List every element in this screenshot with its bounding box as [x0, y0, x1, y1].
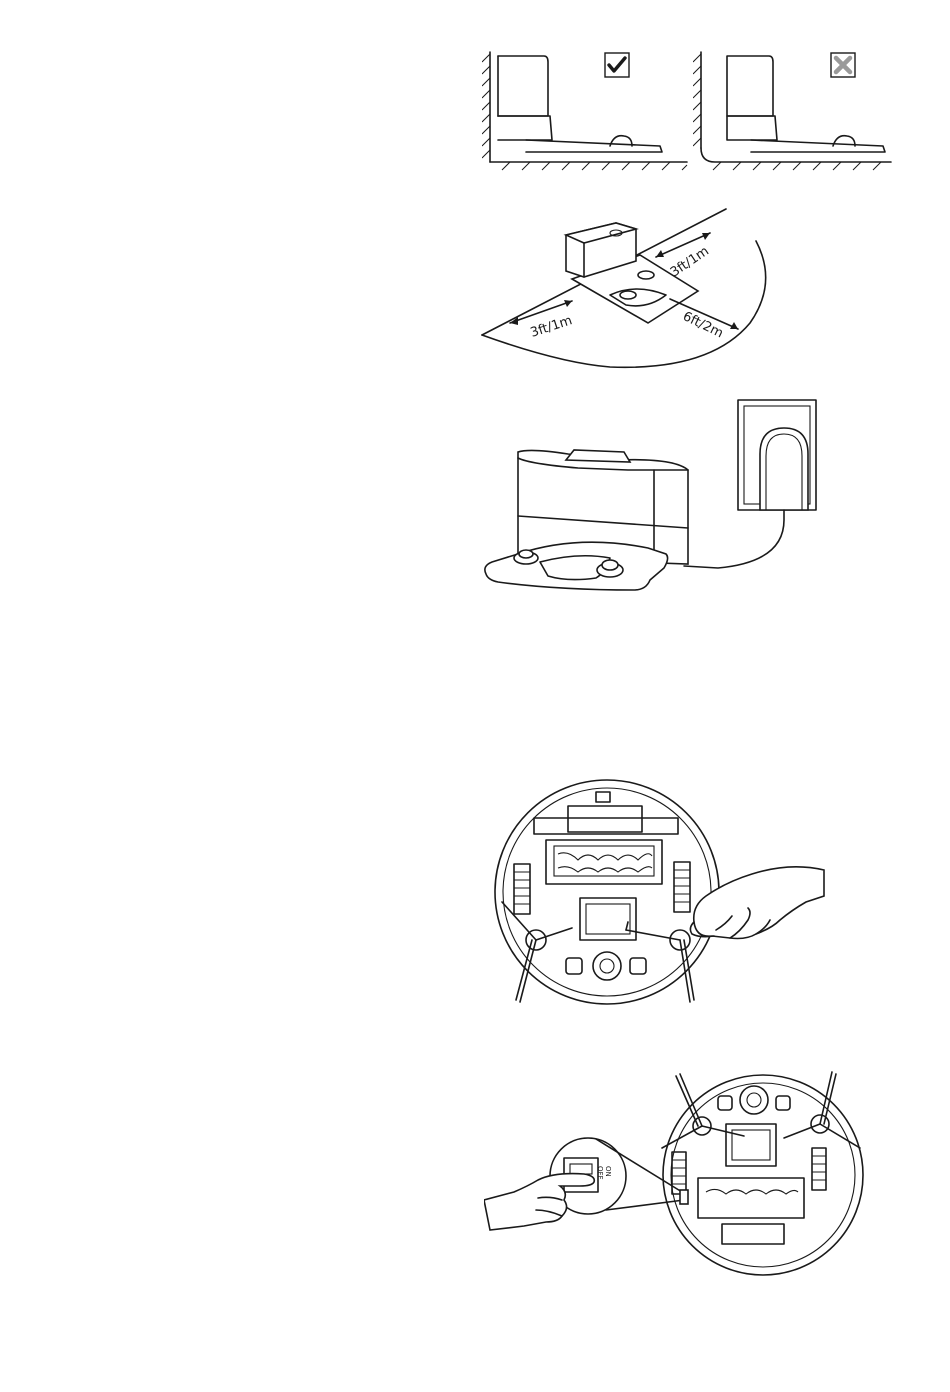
figure-incorrect-placement: [693, 42, 893, 172]
switch-on-label: ON: [604, 1166, 612, 1177]
cross-icon: [830, 52, 856, 78]
figure-dock-power: [478, 398, 828, 603]
figure-power-switch: ON OFF: [484, 1068, 874, 1278]
figure-correct-placement: [482, 42, 692, 172]
left-distance-label: 3ft/1m: [529, 313, 575, 341]
figure-install-side-brush: [490, 778, 830, 1012]
figure-clearance-diagram: 3ft/1m 3ft/1m 6ft/2m: [480, 205, 780, 380]
checkmark-icon: [604, 52, 630, 78]
switch-off-label: OFF: [596, 1166, 604, 1180]
